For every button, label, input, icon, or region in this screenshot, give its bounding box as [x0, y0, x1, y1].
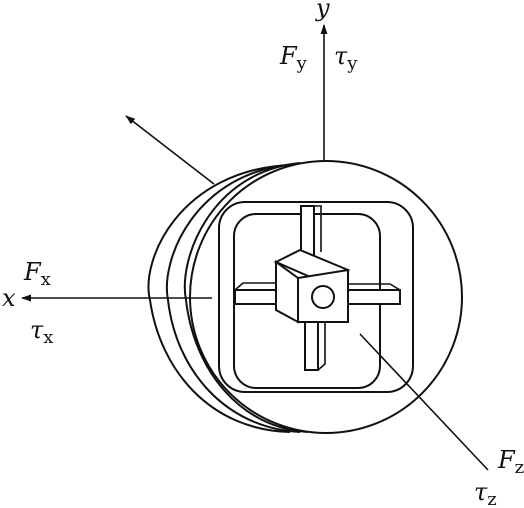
frame-outer: [218, 201, 414, 393]
x-axis-label: x: [2, 284, 16, 312]
z-axis-line: [359, 333, 489, 471]
hub-bore: [311, 285, 335, 309]
cross-beams: [234, 205, 401, 371]
force-y-label: Fy: [279, 42, 308, 74]
diagonal-axis-arrow: [125, 115, 215, 185]
torque-x-label: τx: [30, 316, 53, 348]
force-z-label: Fz: [497, 446, 524, 478]
sensor-disk-rims: [147, 162, 309, 433]
torque-y-label: τy: [334, 42, 358, 74]
force-x-label: Fx: [23, 258, 51, 290]
center-hub: [273, 248, 351, 324]
y-axis-label: y: [315, 0, 330, 22]
torque-z-label: τz: [474, 478, 497, 508]
